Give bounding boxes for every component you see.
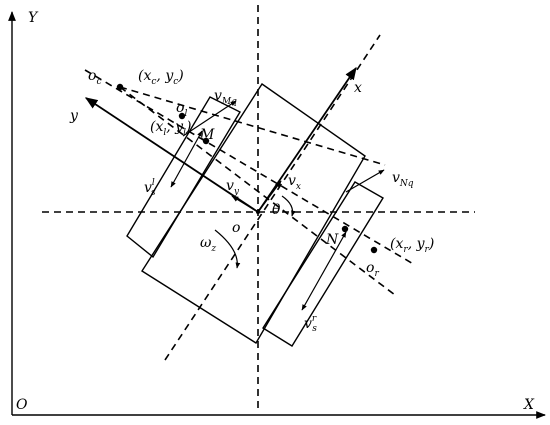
- coord-l-label: (xl, yl): [150, 119, 191, 138]
- or-label: or: [366, 260, 379, 279]
- vsl-arrow: [170, 130, 203, 188]
- body-x-dashed-line: [164, 34, 381, 361]
- point-ol: [178, 112, 186, 120]
- global-x-label: X: [523, 397, 535, 413]
- body-center-label: o: [232, 220, 240, 236]
- theta-label: θ: [272, 202, 281, 218]
- point-oc: [116, 83, 124, 91]
- oc-label: oc: [88, 68, 101, 87]
- point-M: [202, 137, 210, 145]
- vMq-label: vMq: [214, 88, 237, 107]
- global-y-label: Y: [28, 10, 39, 26]
- left-track: [126, 96, 241, 259]
- vy-arrow: [231, 195, 259, 213]
- oc-to-vMq-line: [119, 86, 386, 166]
- body-y-label: y: [69, 108, 79, 124]
- vx-label: vx: [288, 173, 301, 192]
- N-label: N: [325, 232, 339, 248]
- M-label: M: [199, 127, 215, 143]
- vMq-arrow: [182, 100, 237, 137]
- coord-r-label: (xr, yr): [390, 236, 434, 255]
- point-N: [341, 225, 349, 233]
- oc-to-or-line: [119, 86, 396, 296]
- theta-arc: [281, 195, 296, 217]
- vNq-arrow: [345, 169, 385, 193]
- body-y-axis-arrow: [84, 97, 259, 213]
- body-x-axis-arrow: [257, 66, 357, 213]
- omega-label: ωz: [200, 235, 216, 254]
- vNq-label: vNq: [392, 170, 414, 189]
- point-or: [370, 246, 378, 254]
- vx-arrow: [257, 180, 282, 213]
- omega-arc: [214, 229, 241, 269]
- global-origin-label: O: [16, 397, 28, 413]
- vsr-arrow: [301, 231, 347, 311]
- right-track: [262, 181, 384, 347]
- coord-c-label: (xc, yc): [138, 68, 184, 87]
- point-center: [256, 210, 260, 214]
- vy-label: vy: [226, 178, 240, 197]
- ol-label: ol: [176, 100, 187, 119]
- body-x-label: x: [354, 80, 362, 96]
- body-y-dashed-line: [84, 69, 416, 266]
